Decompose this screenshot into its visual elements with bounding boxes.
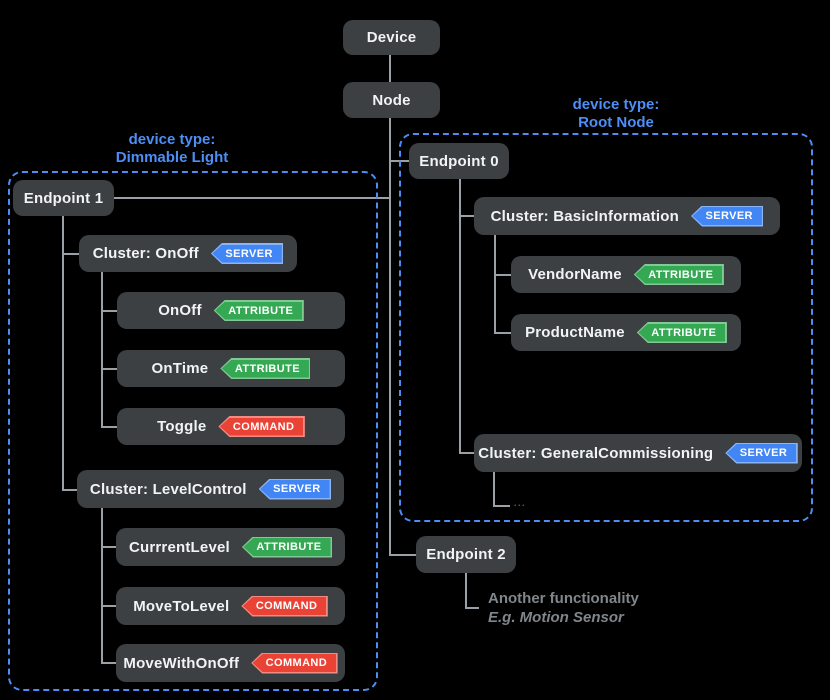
- connector-cluster-levelcontrol-branch: [62, 489, 78, 491]
- endpoint-1-label: Endpoint 1: [23, 189, 104, 207]
- attribute-currrentlevel-box: CurrrentLevel ATTRIBUTE: [116, 528, 345, 566]
- cluster-onoff-label: Cluster: OnOff: [92, 245, 199, 262]
- cluster-levelcontrol-box: Cluster: LevelControl SERVER: [77, 470, 344, 508]
- attribute-badge: ATTRIBUTE: [213, 300, 304, 321]
- toggle-label: Toggle: [157, 418, 207, 435]
- productname-label: ProductName: [525, 324, 625, 341]
- ontime-label: OnTime: [151, 360, 209, 377]
- connector-levelcontrol-children-vertical: [101, 508, 103, 663]
- cluster-onoff-box: Cluster: OnOff SERVER: [79, 235, 297, 272]
- server-badge: SERVER: [210, 243, 284, 264]
- server-badge: SERVER: [725, 442, 798, 464]
- connector-endpoint1-branch: [114, 197, 390, 199]
- command-badge: COMMAND: [241, 595, 328, 617]
- movetolevel-label: MoveToLevel: [133, 597, 230, 615]
- command-badge: COMMAND: [251, 652, 338, 674]
- vendorname-label: VendorName: [528, 266, 622, 283]
- device-label: Device: [366, 29, 417, 46]
- device-type-name: Dimmable Light: [115, 149, 229, 166]
- cluster-levelcontrol-label: Cluster: LevelControl: [89, 480, 247, 498]
- device-box: Device: [343, 20, 440, 55]
- command-movewithonoff-box: MoveWithOnOff COMMAND: [116, 644, 345, 682]
- node-label: Node: [372, 91, 411, 109]
- endpoint-0-box: Endpoint 0: [409, 143, 509, 179]
- cluster-basicinformation-box: Cluster: BasicInformation SERVER: [474, 197, 780, 235]
- attribute-badge: ATTRIBUTE: [633, 264, 724, 285]
- connector-productname-branch: [494, 332, 512, 334]
- group-root-node-border: [399, 133, 813, 522]
- connector-ellipsis-horizontal: [493, 505, 510, 507]
- currrentlevel-label: CurrrentLevel: [128, 538, 230, 556]
- more-clusters-ellipsis: ...: [514, 498, 527, 508]
- connector-currrentlevel-branch: [101, 546, 116, 548]
- attribute-productname-box: ProductName ATTRIBUTE: [511, 314, 741, 351]
- attribute-onoff-box: OnOff ATTRIBUTE: [117, 292, 345, 329]
- endpoint-2-box: Endpoint 2: [416, 536, 516, 573]
- connector-toggle-cmd-branch: [101, 426, 117, 428]
- attribute-vendorname-box: VendorName ATTRIBUTE: [511, 256, 741, 293]
- connector-vendorname-branch: [494, 274, 512, 276]
- cluster-generalcommissioning-label: Cluster: GeneralCommissioning: [478, 444, 714, 462]
- endpoint-2-label: Endpoint 2: [426, 546, 506, 563]
- node-box: Node: [343, 82, 440, 118]
- attribute-badge: ATTRIBUTE: [220, 358, 311, 379]
- movewithonoff-label: MoveWithOnOff: [123, 654, 240, 672]
- endpoint-0-label: Endpoint 0: [419, 152, 499, 170]
- connector-trunk-vertical: [389, 54, 391, 555]
- group-label-root-node: device type: Root Node: [496, 96, 736, 132]
- connector-endpoint2-branch: [389, 554, 417, 556]
- group-dimmable-light-border: [8, 171, 378, 691]
- onoff-label: OnOff: [158, 302, 202, 319]
- device-type-name: Root Node: [578, 114, 654, 131]
- connector-basicinformation-vertical: [494, 235, 496, 333]
- device-type-caption: device type:: [572, 96, 660, 113]
- connector-endpoint0-vertical: [459, 178, 461, 454]
- connector-ellipsis-vertical: [493, 472, 495, 506]
- connector-endpoint1-vertical: [62, 216, 64, 490]
- connector-ontime-attr-branch: [101, 368, 117, 370]
- endpoint-2-note-line1: Another functionality: [488, 590, 639, 607]
- endpoint-1-box: Endpoint 1: [13, 180, 114, 216]
- server-badge: SERVER: [258, 478, 332, 500]
- endpoint-2-note-line2: E.g. Motion Sensor: [488, 609, 624, 626]
- connector-onoff-attr-branch: [101, 310, 117, 312]
- connector-cluster-onoff-branch: [62, 253, 80, 255]
- attribute-ontime-box: OnTime ATTRIBUTE: [117, 350, 345, 387]
- connector-endpoint2-note-horizontal: [465, 607, 479, 609]
- connector-generalcommissioning-branch: [459, 452, 475, 454]
- connector-endpoint2-note-vertical: [465, 573, 467, 608]
- attribute-badge: ATTRIBUTE: [636, 322, 727, 343]
- cluster-generalcommissioning-box: Cluster: GeneralCommissioning SERVER: [474, 434, 802, 472]
- device-type-caption: device type:: [128, 131, 216, 148]
- command-toggle-box: Toggle COMMAND: [117, 408, 345, 445]
- connector-basicinformation-branch: [459, 215, 475, 217]
- connector-movewithonoff-branch: [101, 662, 116, 664]
- command-badge: COMMAND: [218, 416, 305, 437]
- connector-movetolevel-branch: [101, 605, 116, 607]
- group-label-dimmable-light: device type: Dimmable Light: [52, 131, 292, 167]
- server-badge: SERVER: [690, 205, 764, 227]
- command-movetolevel-box: MoveToLevel COMMAND: [116, 587, 345, 625]
- attribute-badge: ATTRIBUTE: [241, 536, 333, 558]
- cluster-basicinformation-label: Cluster: BasicInformation: [490, 207, 679, 225]
- connector-onoff-children-vertical: [101, 272, 103, 427]
